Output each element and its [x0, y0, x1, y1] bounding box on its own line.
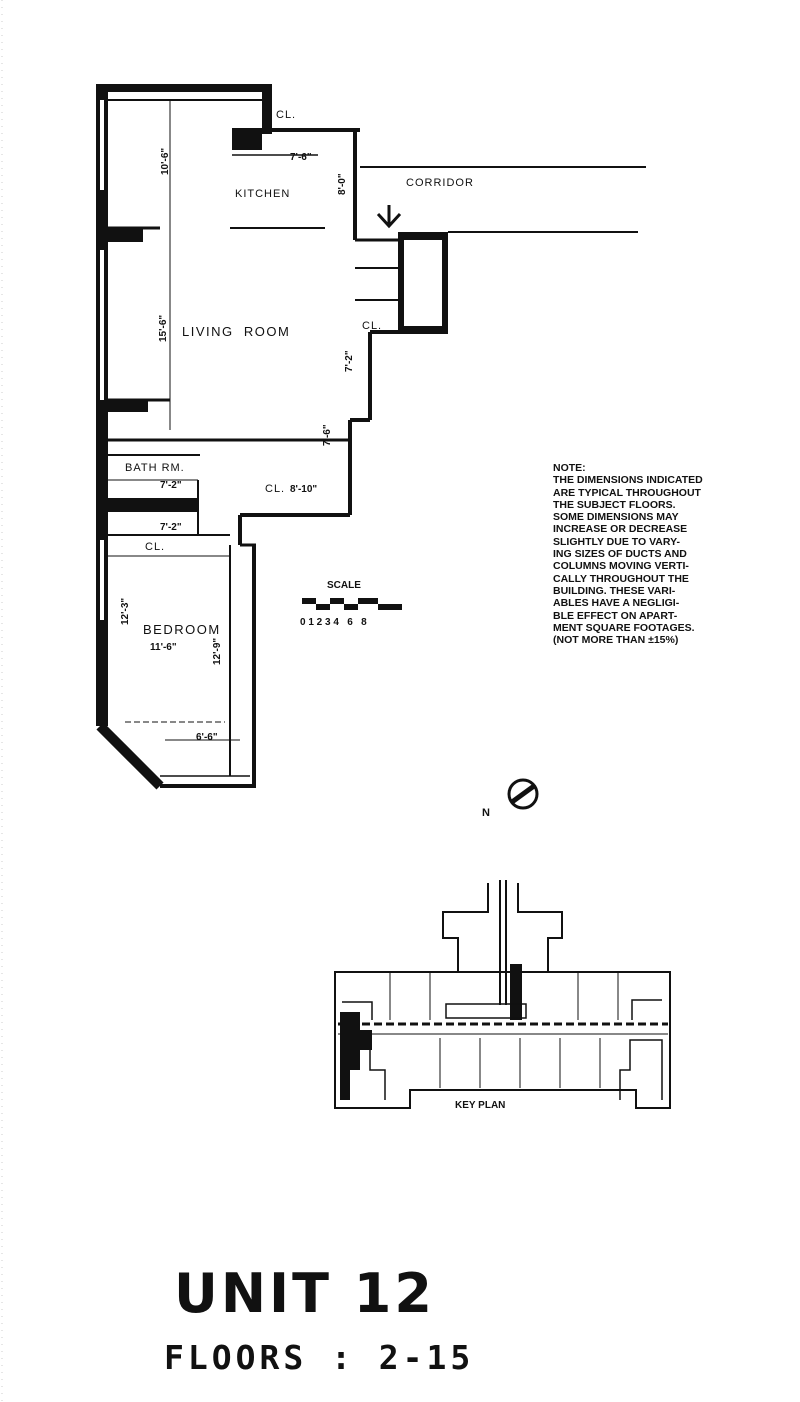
highlighted-unit [340, 1012, 372, 1100]
note-block: NOTE: THE DIMENSIONS INDICATED ARE TYPIC… [553, 462, 753, 646]
north-label: N [482, 807, 491, 819]
bedroom-label: BEDROOM [143, 622, 221, 637]
dimension-label: 8'-10" [290, 484, 317, 495]
note-line: ARE TYPICAL THROUGHOUT [553, 486, 701, 499]
dimension-label: 7'-6" [290, 152, 312, 163]
dimension-label: 7'-2" [160, 480, 182, 491]
closet-label: CL. [276, 109, 296, 121]
note-line: ABLES HAVE A NEGLIGI- [553, 597, 680, 610]
unit-title: UNIT 12 [174, 1262, 435, 1325]
unit-outline [96, 84, 646, 790]
scale-ticks: 0 1 2 3 4 6 8 [300, 617, 367, 628]
note-line: (NOT MORE THAN ±15%) [553, 634, 679, 647]
corridor-label: CORRIDOR [406, 177, 474, 189]
note-line: SLIGHTLY DUE TO VARY- [553, 535, 680, 548]
closet-label: CL. [362, 320, 382, 332]
living-room-label: LIVING ROOM [182, 324, 290, 339]
note-line: SOME DIMENSIONS MAY [553, 511, 679, 524]
note-line: COLUMNS MOVING VERTI- [553, 560, 689, 573]
north-arrow-icon: N [482, 778, 539, 819]
note-line: CALLY THROUGHOUT THE [553, 572, 689, 585]
key-plan-label: KEY PLAN [455, 1100, 505, 1111]
dimension-label: 7'-2" [160, 522, 182, 533]
scale-label: SCALE [327, 580, 361, 591]
closet-label: CL. [265, 483, 285, 495]
key-plan-diagram [334, 880, 671, 1109]
dimension-label: 10'-6" [160, 148, 171, 175]
note-line: BLE EFFECT ON APART- [553, 609, 678, 622]
dimension-label: 12'-3" [120, 598, 131, 625]
closet-label: CL. [145, 541, 165, 553]
note-line: MENT SQUARE FOOTAGES. [553, 621, 695, 634]
dimension-label: 8'-0" [337, 173, 348, 195]
dimension-label: 6'-6" [196, 732, 218, 743]
dimension-label: 7'-2" [344, 350, 355, 372]
kitchen-label: KITCHEN [235, 188, 290, 200]
dimension-label: 7'-6" [322, 424, 333, 446]
note-line: ING SIZES OF DUCTS AND [553, 548, 687, 561]
floors-subtitle: FLOORS : 2-15 [164, 1338, 475, 1377]
note-line: BUILDING. THESE VARI- [553, 584, 676, 597]
dimension-label: 15'-6" [158, 315, 169, 342]
dimension-label: 12'-9" [212, 638, 223, 665]
note-line: NOTE: [553, 462, 586, 474]
note-line: THE DIMENSIONS INDICATED [553, 474, 703, 487]
bath-label: BATH RM. [125, 462, 185, 474]
scale-bar: SCALE 0 1 2 3 4 6 8 [300, 580, 402, 628]
note-line: THE SUBJECT FLOORS. [553, 498, 676, 511]
entry-door-icon [376, 205, 402, 229]
note-line: INCREASE OR DECREASE [553, 523, 688, 536]
dimension-label: 11'-6" [150, 642, 177, 653]
